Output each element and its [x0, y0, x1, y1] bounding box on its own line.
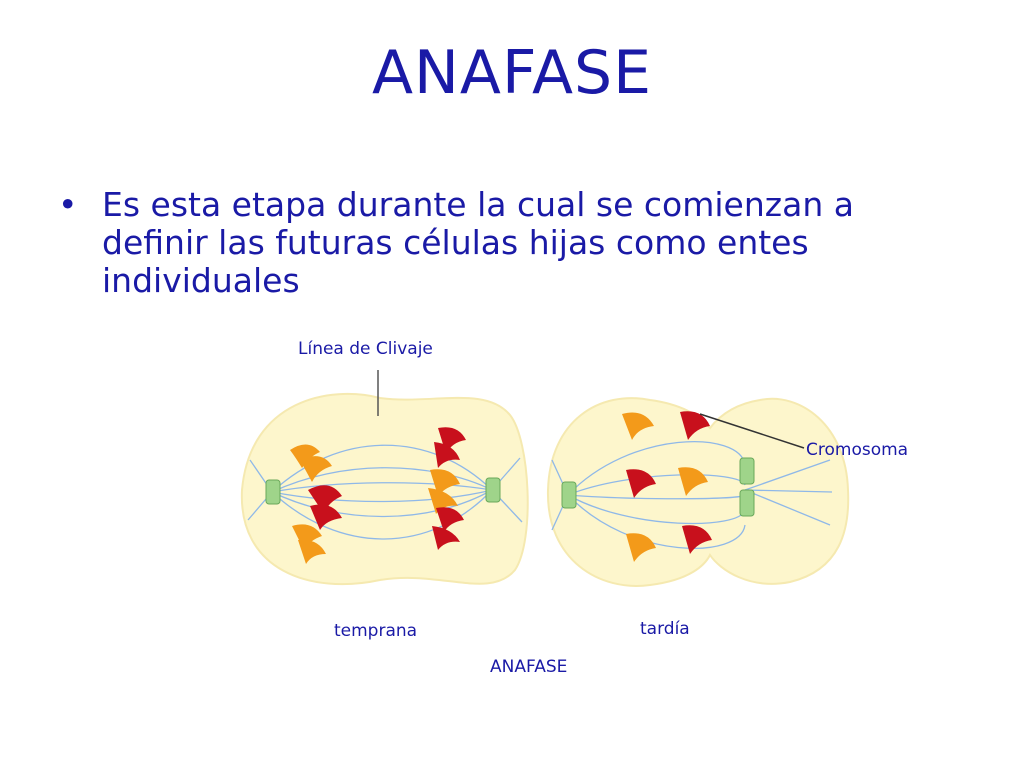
bullet-text: Es esta etapa durante la cual se comienz… — [102, 185, 854, 300]
bullet-dot: • — [58, 185, 78, 224]
label-late: tardía — [640, 619, 690, 639]
cell-early — [240, 392, 529, 586]
cell-late — [546, 397, 850, 587]
figure-caption: ANAFASE — [490, 657, 567, 677]
anaphase-figure: Línea de Clivaje — [230, 330, 940, 690]
slide-title: ANAFASE — [371, 38, 653, 108]
anaphase-diagram: Línea de Clivaje — [240, 339, 908, 677]
label-early: temprana — [334, 621, 417, 641]
centrosome — [739, 457, 755, 485]
label-cleavage-line: Línea de Clivaje — [298, 339, 433, 359]
chromosome-pointer — [699, 413, 805, 449]
label-chromosome: Cromosoma — [806, 440, 908, 460]
centrosome — [739, 489, 755, 517]
centrosome — [561, 481, 577, 509]
centrosome — [485, 477, 501, 503]
centrosome — [265, 479, 281, 505]
